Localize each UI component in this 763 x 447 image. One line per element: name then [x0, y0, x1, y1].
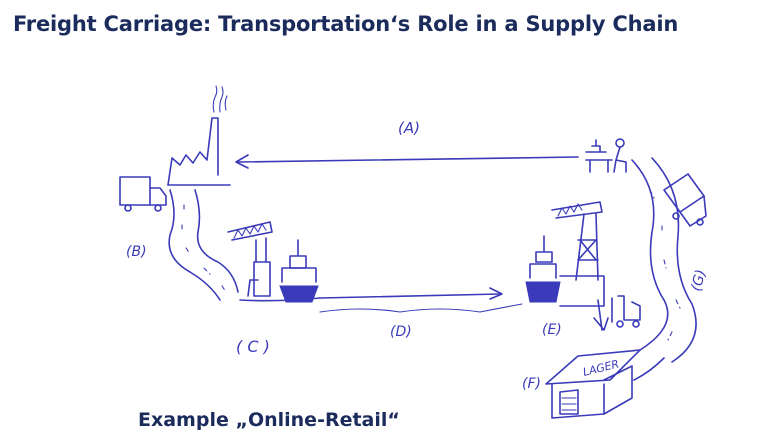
label-d: (D)	[390, 324, 412, 340]
delivery-van-icon	[663, 173, 707, 227]
forklift-icon	[593, 295, 641, 331]
road-g	[631, 157, 697, 363]
truck-icon	[119, 176, 167, 212]
ship-right-icon	[525, 235, 561, 303]
label-a: (A)	[398, 119, 420, 137]
road-b	[168, 189, 239, 301]
label-e: (E)	[542, 322, 562, 338]
port-crane-right-icon	[551, 201, 605, 307]
warehouse-icon	[545, 349, 641, 419]
label-f: (F)	[522, 376, 541, 392]
port-crane-left-icon	[227, 221, 273, 297]
person-at-computer-icon	[585, 138, 627, 173]
factory-icon	[167, 85, 231, 186]
label-b: (B)	[126, 244, 147, 260]
arrow-to-warehouse	[633, 357, 665, 381]
arrow-a	[235, 154, 579, 169]
example-caption: Example „Online-Retail“	[138, 409, 400, 431]
arrow-d	[239, 287, 523, 313]
ship-left-icon	[279, 239, 319, 303]
slide-title: Freight Carriage: Transportation‘s Role …	[13, 12, 679, 36]
label-g: (G)	[688, 268, 709, 293]
label-c: ( C )	[236, 337, 270, 356]
